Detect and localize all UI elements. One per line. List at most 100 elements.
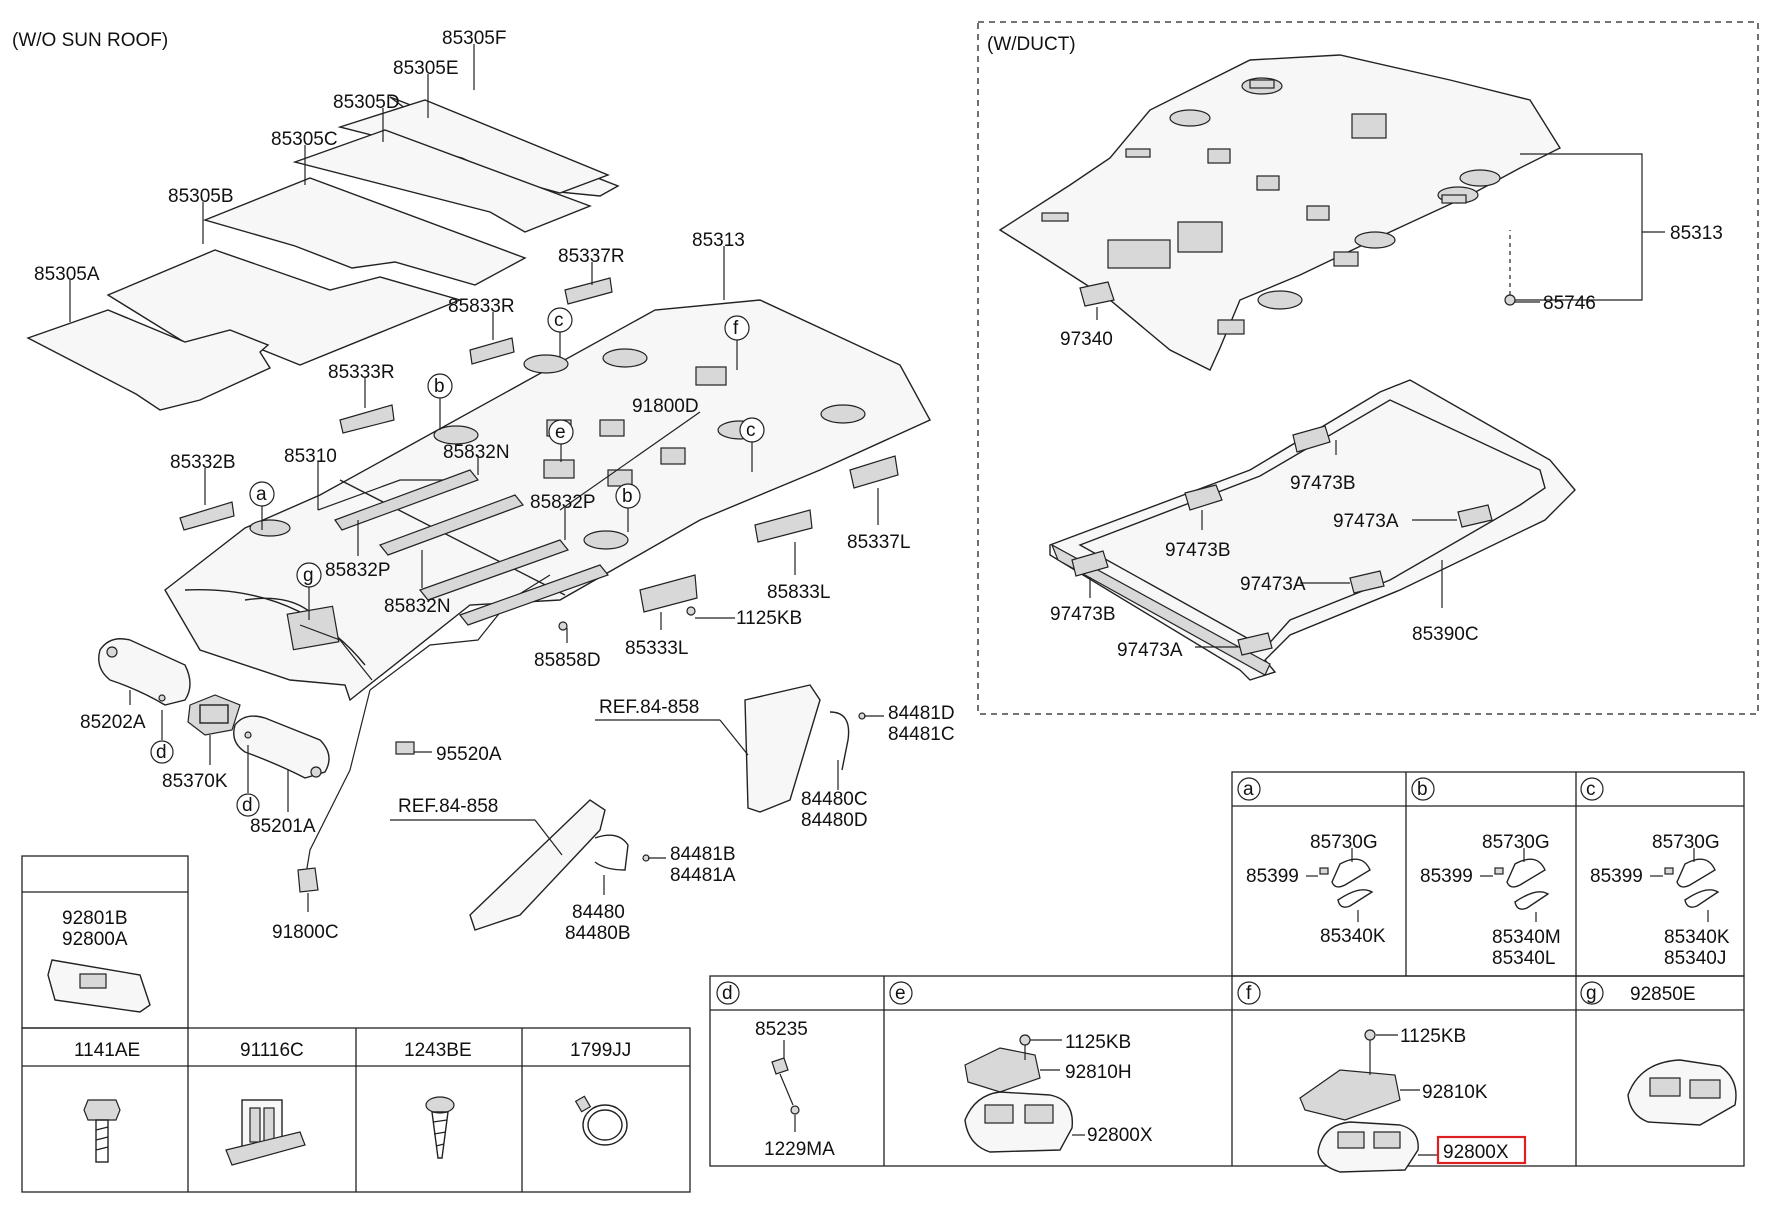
legend-f-map-lamp[interactable] — [1317, 1121, 1419, 1173]
callout-e-letter: e — [555, 422, 566, 443]
dome-lamp-opening — [286, 605, 340, 651]
label-85305f: 85305F — [442, 28, 506, 49]
clip-85858d[interactable] — [558, 621, 568, 631]
grab-handle-recess — [583, 530, 629, 550]
bracket-85337l[interactable] — [849, 455, 899, 489]
hardware-table — [21, 1027, 691, 1193]
duct-vent-97473b-2[interactable] — [1184, 484, 1223, 511]
label-84481c: 84481C — [888, 724, 955, 745]
label-85313-duct: 85313 — [1670, 223, 1723, 244]
legend-f-92800x[interactable]: 92800X — [1443, 1142, 1509, 1163]
callout-d-letter: d — [242, 795, 253, 816]
pad-85305d[interactable] — [292, 129, 592, 233]
hardware-screw-1243be-drawing[interactable] — [425, 1096, 455, 1159]
duct-frame-85390c[interactable] — [1049, 379, 1576, 681]
hardware-clip-91116c-drawing[interactable] — [225, 1099, 306, 1166]
label-85332b: 85332B — [170, 452, 236, 473]
duct-vent-97473a-3[interactable] — [1237, 632, 1273, 656]
rail-85832p-left[interactable] — [334, 469, 479, 531]
legend-a-circle[interactable] — [1237, 777, 1261, 801]
sun-visor-85201a[interactable] — [233, 715, 330, 779]
duct-headliner-85313[interactable] — [998, 54, 1562, 371]
pillar-trim-upper[interactable] — [744, 684, 866, 813]
duct-vent-97473b-1[interactable] — [1292, 425, 1331, 453]
label-85390c: 85390C — [1412, 624, 1479, 645]
duct-vent-97473b-3[interactable] — [1071, 550, 1109, 577]
hardware-1799jj: 1799JJ — [570, 1040, 631, 1061]
grab-handle-recess — [523, 354, 569, 374]
duct-handle-recess — [1257, 290, 1303, 310]
legend-f-letter: f — [1246, 983, 1252, 1004]
label-85201a: 85201A — [250, 816, 316, 837]
pad-85305c[interactable] — [202, 177, 527, 286]
legend-b-circle[interactable] — [1411, 777, 1435, 801]
legend-e-bracket[interactable] — [964, 1034, 1041, 1093]
label-84480c: 84480C — [801, 789, 868, 810]
legend-c-letter: c — [1586, 779, 1596, 800]
hardware-1141ae: 1141AE — [74, 1040, 140, 1061]
bracket-85333l[interactable] — [639, 574, 698, 613]
label-97473a-2: 97473A — [1240, 574, 1306, 595]
sun-visor-85202a[interactable] — [98, 638, 191, 706]
bracket-85833l[interactable] — [754, 509, 813, 543]
hardware-bolt-1141ae-drawing[interactable] — [83, 1099, 121, 1163]
rail-85832n-top[interactable] — [379, 494, 524, 556]
legend-defg — [709, 975, 1745, 1167]
screw-1125kb[interactable] — [686, 606, 696, 616]
legend-a-85340k: 85340K — [1320, 926, 1386, 947]
duct-vent-97473a-1[interactable] — [1457, 504, 1493, 528]
lamp-box-lamp[interactable] — [47, 959, 151, 1013]
bracket-85337r[interactable] — [564, 277, 613, 305]
bracket-85332b[interactable] — [179, 501, 235, 531]
label-85337l: 85337L — [847, 532, 910, 553]
legend-b-letter: b — [1417, 779, 1428, 800]
roof-rails[interactable] — [334, 469, 609, 626]
clip-85746[interactable] — [1504, 294, 1516, 306]
bracket-85333r[interactable] — [339, 404, 395, 434]
microphone-95520a[interactable] — [395, 741, 415, 755]
w-duct-header: (W/DUCT) — [987, 34, 1076, 55]
legend-g-room-lamp[interactable] — [1627, 1059, 1737, 1126]
rail-85832n-bottom[interactable] — [459, 564, 609, 626]
legend-c-grab-handle[interactable] — [1664, 858, 1720, 908]
label-91800d: 91800D — [632, 396, 699, 417]
headliner-hole — [599, 419, 625, 437]
callout-b-letter: b — [434, 376, 445, 397]
legend-e-circle[interactable] — [889, 981, 913, 1005]
rail-85832p-right[interactable] — [419, 539, 569, 601]
pad-85305a[interactable] — [26, 309, 272, 411]
vanity-lamp-85370k[interactable] — [187, 694, 241, 736]
callout-d[interactable] — [236, 793, 260, 817]
hardware-tie-1799jj-drawing[interactable] — [574, 1095, 628, 1146]
legend-g-letter: g — [1586, 983, 1597, 1004]
legend-a-85399: 85399 — [1246, 866, 1299, 887]
legend-c-circle[interactable] — [1580, 777, 1604, 801]
legend-a-85730g: 85730G — [1310, 832, 1378, 853]
callout-d[interactable] — [150, 740, 174, 764]
highlight-92800x — [1436, 1135, 1527, 1165]
legend-f-bracket[interactable] — [1299, 1029, 1401, 1121]
connector-91800c[interactable] — [297, 867, 319, 893]
headliner-hole — [607, 469, 633, 487]
legend-d-visor-clip[interactable] — [771, 1057, 800, 1115]
legend-e-map-lamp[interactable] — [964, 1091, 1074, 1153]
legend-d-circle[interactable] — [716, 981, 740, 1005]
duct-part-97340[interactable] — [1079, 281, 1115, 307]
label-84480: 84480 — [572, 902, 625, 923]
legend-g-circle[interactable] — [1580, 981, 1604, 1005]
legend-a-grab-handle[interactable] — [1319, 858, 1374, 908]
duct-panel-frame — [977, 21, 1759, 715]
label-84480b: 84480B — [565, 923, 631, 944]
legend-b-grab-handle[interactable] — [1494, 858, 1550, 910]
legend-e-1125kb: 1125KB — [1065, 1032, 1131, 1053]
bracket-85833r[interactable] — [469, 337, 515, 365]
legend-f-circle[interactable] — [1237, 981, 1261, 1005]
pillar-trim-lower[interactable] — [469, 799, 650, 931]
label-85832p-right: 85832P — [530, 492, 596, 513]
label-85370k: 85370K — [162, 771, 228, 792]
duct-vent-97473a-2[interactable] — [1349, 570, 1385, 594]
legend-d-1229ma: 1229MA — [764, 1139, 835, 1160]
label-97473a-1: 97473A — [1333, 511, 1399, 532]
duct-opening — [1177, 221, 1223, 253]
duct-hole — [1207, 148, 1231, 164]
